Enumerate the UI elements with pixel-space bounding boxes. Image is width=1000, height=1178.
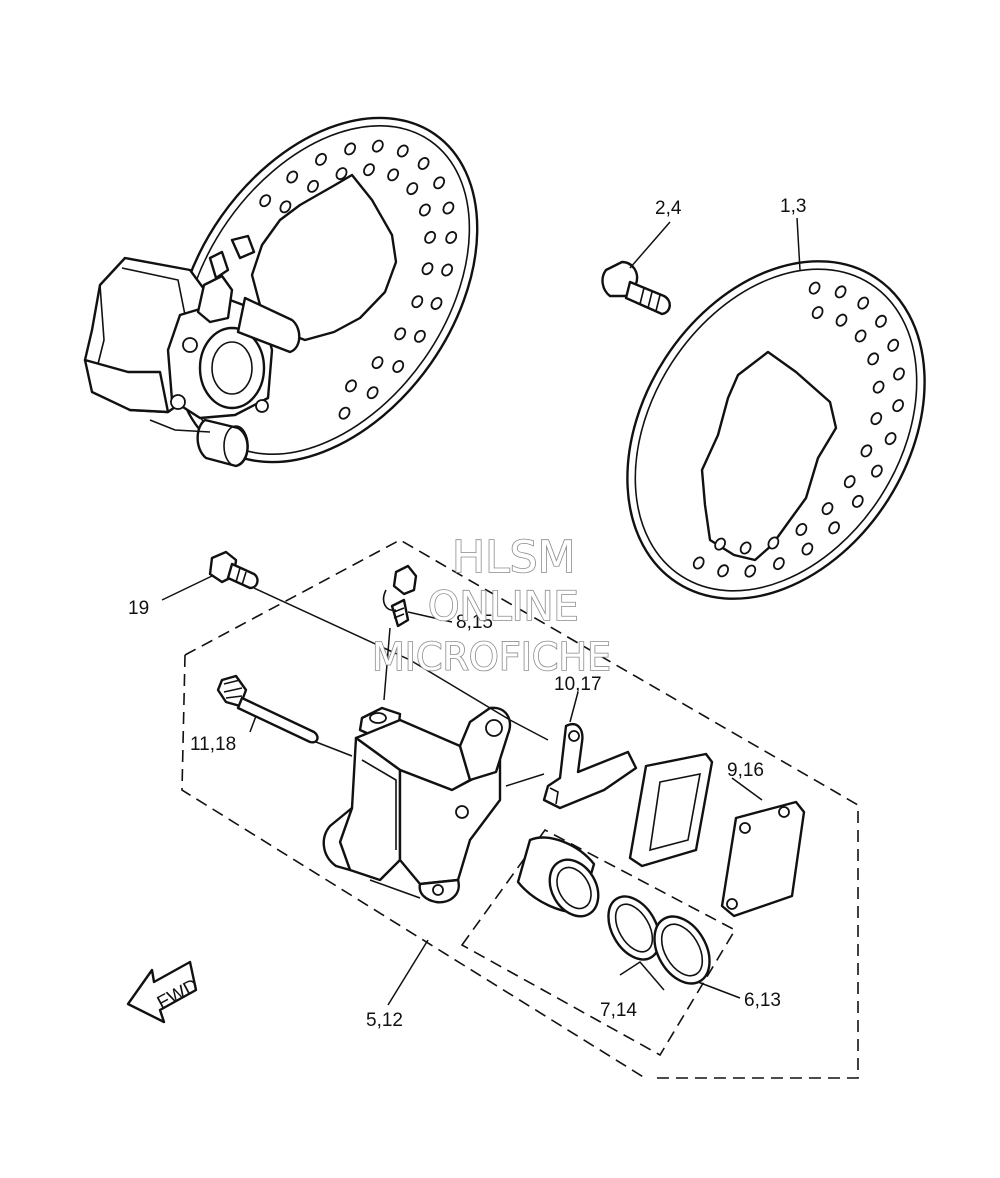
vent-hole <box>417 157 430 170</box>
vent-hole <box>433 176 446 190</box>
callout-5-12: 5,12 <box>366 1010 403 1031</box>
vent-hole <box>366 386 379 400</box>
brake-pad-outer <box>720 800 806 918</box>
watermark-line-3: MICROFICHE <box>372 635 611 679</box>
vent-hole <box>392 360 405 373</box>
vent-hole <box>893 367 905 381</box>
vent-hole <box>442 201 455 215</box>
vent-hole <box>795 523 808 536</box>
forward-direction-arrow: FWD <box>126 960 202 1024</box>
callout-8-15: 8,15 <box>456 612 493 633</box>
vent-hole <box>315 152 327 166</box>
disc-bolt <box>601 260 671 316</box>
assembled-caliper <box>83 234 301 468</box>
vent-hole <box>692 556 705 570</box>
vent-hole <box>717 564 729 578</box>
vent-hole <box>801 542 814 556</box>
vent-hole <box>714 537 726 551</box>
assembly-boundary-left <box>181 654 646 1079</box>
vent-hole <box>413 329 426 343</box>
watermark: HLSM ONLINE MICROFICHE <box>371 531 612 680</box>
assembly-boundary-inner <box>460 828 737 1057</box>
vent-hole <box>445 231 458 244</box>
vent-hole <box>851 494 864 508</box>
vent-hole <box>394 327 407 341</box>
brake-disc <box>626 260 926 600</box>
vent-hole <box>744 564 757 578</box>
vent-hole <box>808 281 821 295</box>
vent-hole <box>828 521 840 535</box>
vent-hole <box>767 536 780 550</box>
vent-hole <box>884 432 897 446</box>
watermark-line-1: HLSM <box>452 532 576 583</box>
vent-hole <box>875 314 887 328</box>
vent-hole <box>430 297 443 310</box>
vent-hole <box>418 203 431 217</box>
vent-hole <box>411 295 424 309</box>
bleed-screw <box>382 564 418 628</box>
callout-7-14: 7,14 <box>600 1000 637 1021</box>
caliper-pin <box>216 674 319 744</box>
vent-hole <box>286 170 299 184</box>
vent-hole <box>259 194 272 208</box>
vent-hole <box>857 296 870 310</box>
piston-seal <box>607 895 661 961</box>
vent-hole <box>387 168 400 182</box>
vent-hole <box>307 179 319 193</box>
vent-hole <box>424 230 437 244</box>
watermark-line-2: ONLINE <box>428 584 579 630</box>
disc-vent-holes <box>259 139 458 420</box>
callout-9-16: 9,16 <box>727 760 764 781</box>
vent-hole <box>421 262 434 276</box>
vent-hole <box>338 406 351 420</box>
vent-hole <box>279 200 292 214</box>
vent-hole <box>835 313 848 327</box>
mounting-bolt <box>208 550 259 590</box>
callout-1-3: 1,3 <box>780 196 806 217</box>
vent-hole <box>739 541 752 555</box>
vent-hole <box>843 475 856 489</box>
vent-hole <box>441 263 454 277</box>
vent-hole <box>371 139 384 153</box>
vent-hole <box>345 379 357 393</box>
vent-hole <box>887 338 900 352</box>
vent-hole <box>335 167 348 181</box>
vent-hole <box>870 412 883 426</box>
vent-hole <box>371 356 384 370</box>
vent-hole <box>773 557 785 571</box>
vent-hole <box>406 182 419 196</box>
disc-vent-holes <box>692 281 905 578</box>
callout-2-4: 2,4 <box>655 198 682 219</box>
vent-hole <box>834 285 847 299</box>
callout-10-17: 10,17 <box>554 674 602 695</box>
callout-19: 19 <box>128 598 149 619</box>
vent-hole <box>811 306 824 320</box>
vent-hole <box>821 502 834 516</box>
leader-lines <box>161 217 801 1006</box>
callout-labels: 2,4 1,3 19 8,15 10,17 11,18 9,16 5,12 7,… <box>128 196 806 1031</box>
vent-hole <box>867 352 880 366</box>
caliper-body <box>322 706 512 904</box>
pad-spring <box>542 723 638 810</box>
callout-6-13: 6,13 <box>744 990 781 1011</box>
caliper-piston <box>516 836 600 918</box>
vent-hole <box>396 144 409 158</box>
vent-hole <box>892 399 904 413</box>
vent-hole <box>344 142 357 156</box>
vent-hole <box>854 329 867 343</box>
vent-hole <box>872 380 885 394</box>
vent-hole <box>871 464 883 478</box>
dust-seal <box>653 915 711 985</box>
callout-11-18: 11,18 <box>190 734 236 755</box>
brake-pad-inner <box>628 752 714 868</box>
vent-hole <box>363 163 375 177</box>
vent-hole <box>860 444 873 458</box>
assembly-boundary-outer <box>184 539 859 1079</box>
